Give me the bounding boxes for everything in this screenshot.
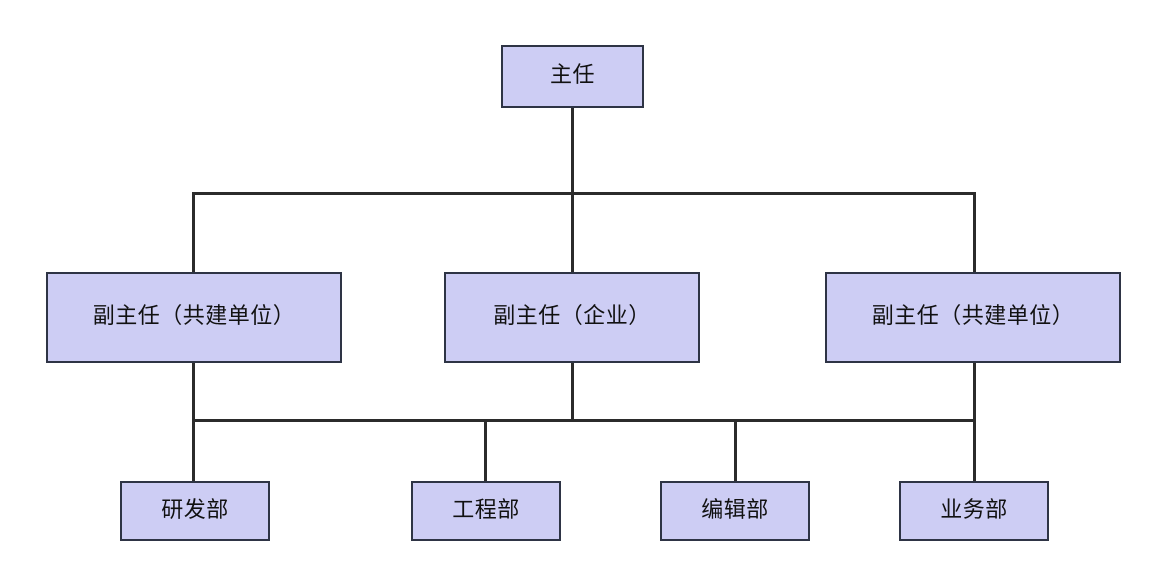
connector-drop-dept-editorial bbox=[734, 419, 737, 481]
node-deputy-middle-label: 副主任（企业） bbox=[493, 304, 651, 330]
connector-drop-dept-rd bbox=[192, 419, 195, 481]
node-dept-engineering-label: 工程部 bbox=[452, 497, 520, 523]
node-dept-business[interactable]: 业务部 bbox=[899, 481, 1049, 541]
connector-drop-dept-engineering bbox=[484, 419, 487, 481]
node-dept-editorial[interactable]: 编辑部 bbox=[660, 481, 810, 541]
node-dept-business-label: 业务部 bbox=[940, 497, 1008, 523]
node-deputy-left[interactable]: 副主任（共建单位） bbox=[46, 272, 342, 363]
connector-stem-deputy-right bbox=[973, 363, 976, 422]
connector-director-stem bbox=[571, 108, 574, 194]
node-director[interactable]: 主任 bbox=[501, 45, 644, 108]
connector-drop-deputy-left bbox=[192, 192, 195, 272]
node-deputy-left-label: 副主任（共建单位） bbox=[92, 304, 296, 330]
node-deputy-right-label: 副主任（共建单位） bbox=[871, 304, 1075, 330]
node-dept-rd[interactable]: 研发部 bbox=[120, 481, 270, 541]
node-director-label: 主任 bbox=[549, 63, 595, 89]
connector-stem-deputy-left bbox=[192, 363, 195, 422]
connector-drop-deputy-middle bbox=[571, 192, 574, 272]
connector-drop-dept-business bbox=[973, 419, 976, 481]
connector-drop-deputy-right bbox=[973, 192, 976, 272]
connector-stem-deputy-middle bbox=[571, 363, 574, 422]
node-dept-engineering[interactable]: 工程部 bbox=[411, 481, 561, 541]
connector-level3-bus bbox=[192, 419, 976, 422]
node-dept-editorial-label: 编辑部 bbox=[701, 497, 769, 523]
node-deputy-right[interactable]: 副主任（共建单位） bbox=[825, 272, 1121, 363]
connector-level2-bus bbox=[192, 192, 976, 195]
node-dept-rd-label: 研发部 bbox=[161, 497, 229, 523]
node-deputy-middle[interactable]: 副主任（企业） bbox=[444, 272, 700, 363]
